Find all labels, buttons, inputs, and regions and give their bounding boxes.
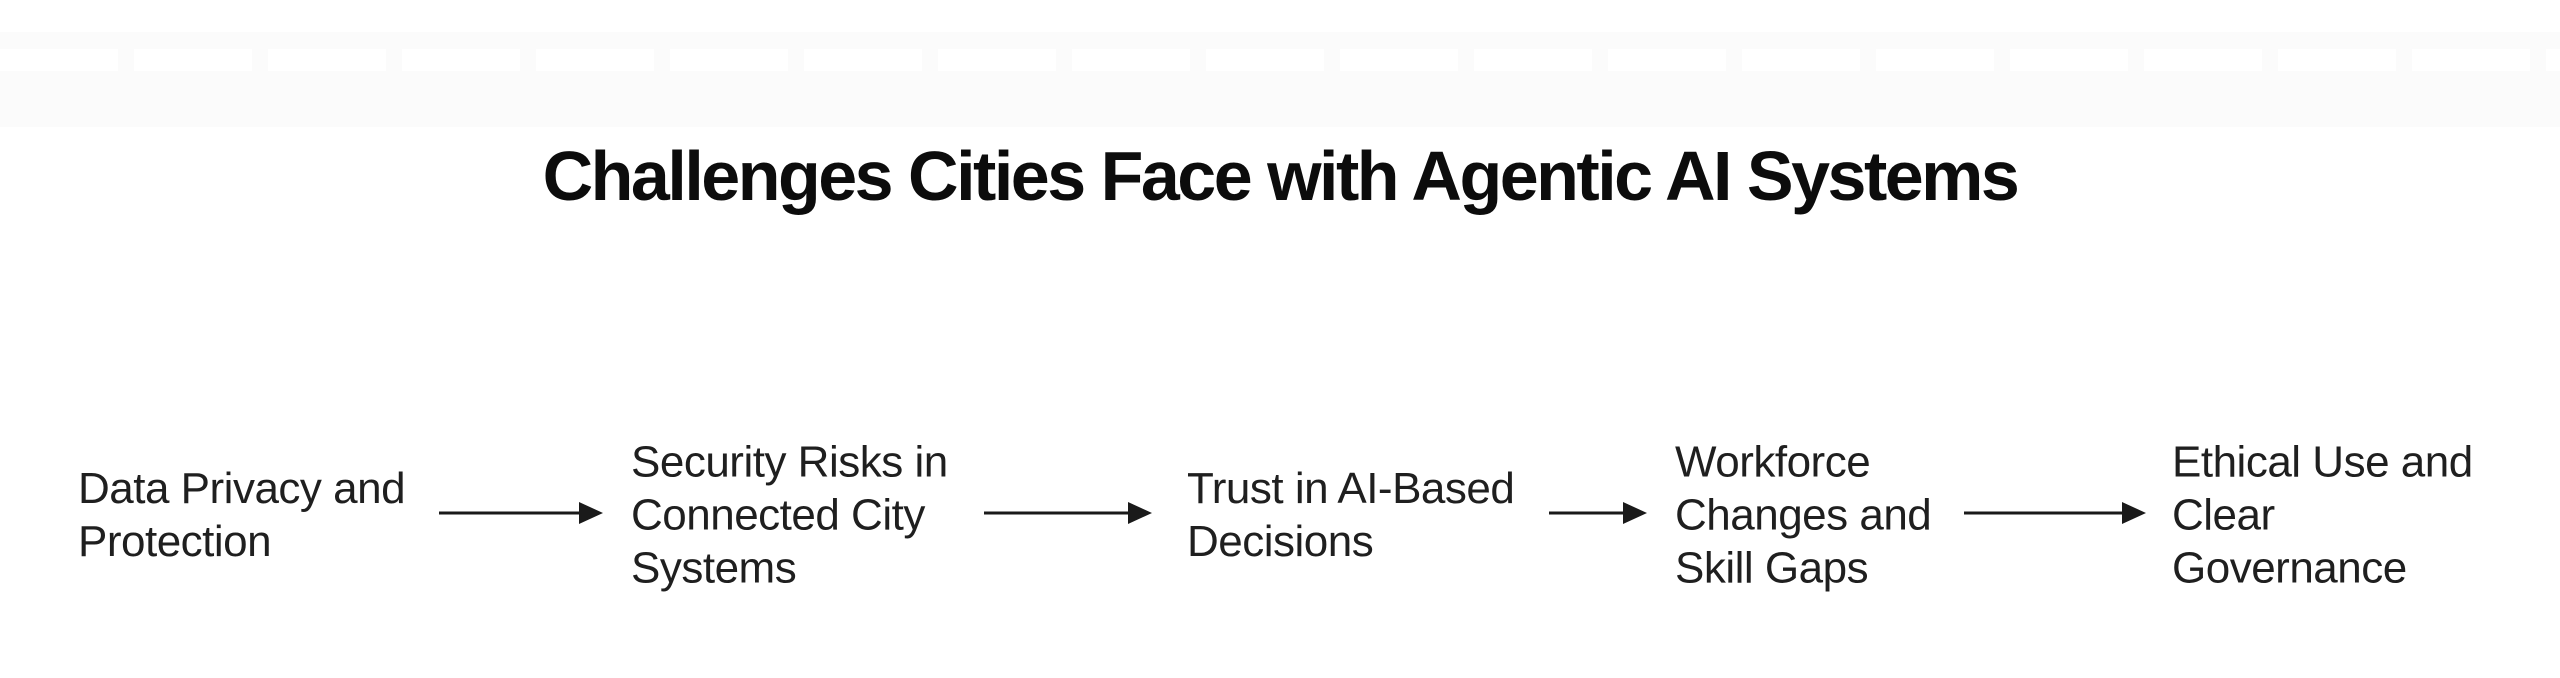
node-line: Decisions <box>1187 517 1374 566</box>
flow-node-data-privacy: Data Privacy and Protection <box>78 462 406 568</box>
ghost-toolbar-band <box>0 32 2560 127</box>
arrow-right-icon <box>1964 502 2146 524</box>
node-line: Skill Gaps <box>1675 543 1869 593</box>
ghost-chip-row <box>0 49 2560 71</box>
node-line: Changes and <box>1675 490 1932 540</box>
connector-arrow-3 <box>1548 497 1648 529</box>
arrow-right-icon <box>1549 502 1647 524</box>
node-line: Protection <box>78 517 272 566</box>
arrow-right-icon <box>984 502 1152 524</box>
node-line: Systems <box>631 543 797 593</box>
node-line: Governance <box>2172 543 2407 593</box>
diagram-title: Challenges Cities Face with Agentic AI S… <box>542 137 2020 215</box>
node-line: Workforce <box>1675 437 1871 487</box>
connector-arrow-1 <box>438 497 604 529</box>
flow-node-workforce: Workforce Changes and Skill Gaps <box>1675 436 1932 595</box>
node-line: Connected City <box>631 490 925 540</box>
node-line: Trust in AI-Based <box>1187 464 1515 513</box>
node-line: Security Risks in <box>631 437 948 487</box>
flow-node-security-risks: Security Risks in Connected City Systems <box>631 436 948 595</box>
flow-node-ethical-governance: Ethical Use and Clear Governance <box>2172 436 2473 595</box>
arrow-right-icon <box>439 502 603 524</box>
node-line: Data Privacy and <box>78 464 406 513</box>
connector-arrow-4 <box>1963 497 2147 529</box>
node-line: Clear <box>2172 490 2275 540</box>
node-line: Ethical Use and <box>2172 437 2473 487</box>
connector-arrow-2 <box>983 497 1153 529</box>
flow-node-trust-ai: Trust in AI-Based Decisions <box>1187 462 1515 568</box>
